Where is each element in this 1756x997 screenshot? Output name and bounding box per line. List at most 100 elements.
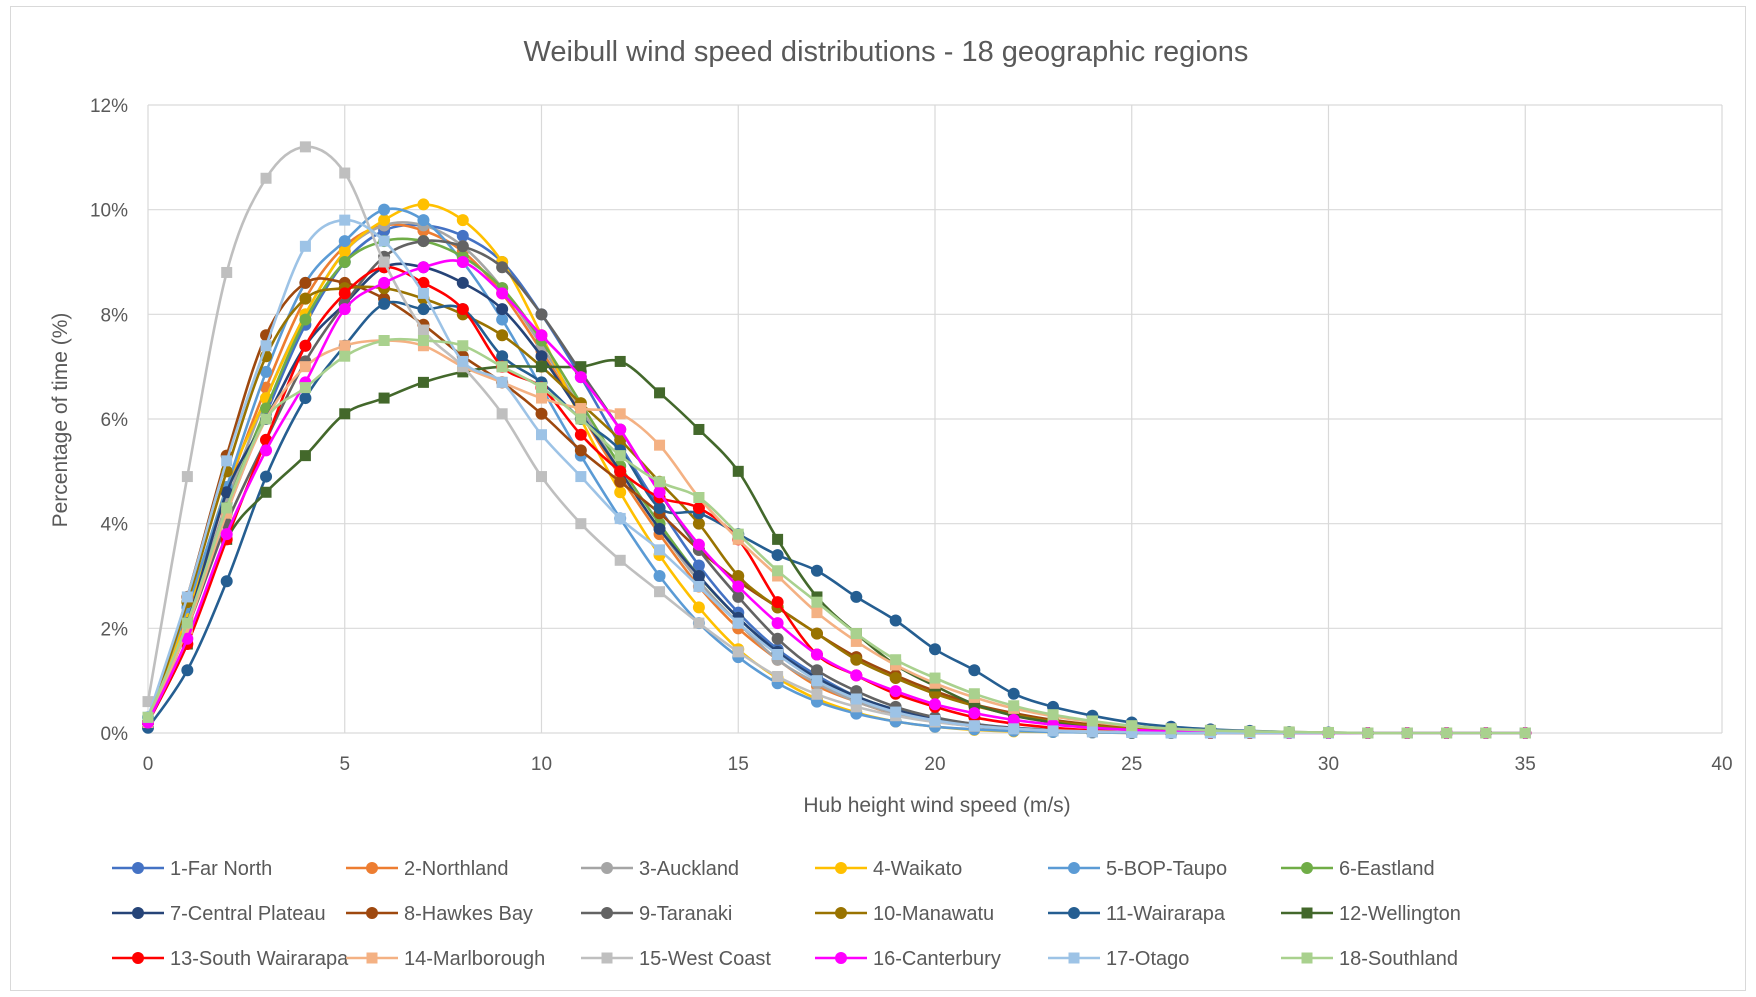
legend-label: 3-Auckland [639,858,739,880]
data-point [378,214,391,227]
data-point [692,559,705,572]
data-point [417,261,430,274]
data-point [654,586,666,598]
legend-item: 13-South Wairarapa [112,948,349,970]
data-point [339,340,351,352]
data-point [417,324,429,336]
data-point [575,361,587,373]
series-10 [142,282,1532,739]
legend-swatch-marker [1301,862,1313,874]
legend-label: 12-Wellington [1339,903,1461,925]
legend-swatch-marker [366,862,378,874]
legend-swatch-marker [1068,862,1080,874]
data-point [1007,713,1020,726]
data-point [1047,725,1059,737]
legend-swatch-marker [601,907,613,919]
y-axis-ticks: 0%2%4%6%8%10%12% [90,96,128,745]
data-point [260,340,272,352]
data-point [535,407,548,420]
data-point [614,486,627,499]
data-point [614,450,626,462]
data-point [968,707,981,720]
data-point [811,675,823,687]
series-line [146,223,1526,735]
data-point [338,287,351,300]
data-point [810,564,823,577]
data-point [1007,687,1020,700]
legend-swatch-marker [1301,952,1313,964]
data-point [496,313,509,326]
legend-swatch-marker [366,952,378,964]
data-point [299,276,312,289]
data-point [417,303,430,316]
data-point [850,669,863,682]
data-point [889,685,902,698]
data-point [772,649,784,660]
data-point [850,653,863,666]
data-point [299,361,311,373]
data-point [260,486,272,498]
legend-swatch-marker [1068,952,1080,964]
legend-label: 9-Taranaki [639,903,732,925]
data-point [339,408,351,420]
data-point [378,256,390,268]
data-point [968,664,981,677]
data-point [142,711,154,723]
legend-swatch-marker [601,952,613,964]
data-point [692,601,705,614]
legend-swatch-marker [132,862,144,874]
data-point [890,706,902,718]
x-tick-label: 40 [1711,754,1732,775]
data-point [456,276,469,289]
data-point [692,570,705,582]
legend-item: 6-Eastland [1281,858,1435,880]
data-point [456,303,469,316]
series-line [146,223,1526,735]
data-point [614,512,626,524]
data-point [1165,723,1177,735]
data-point [929,698,941,711]
legend-label: 10-Manawatu [873,903,994,925]
legend-item: 12-Wellington [1281,903,1461,925]
series-18 [142,335,1531,739]
data-point [339,350,351,362]
data-point [220,486,233,499]
data-point [417,376,429,388]
legend-label: 16-Canterbury [873,948,1001,970]
data-point [654,439,666,451]
data-point [1519,727,1531,739]
data-point [1283,726,1295,738]
data-point [220,528,233,541]
data-point [732,617,744,629]
legend-item: 17-Otago [1048,948,1189,970]
data-point [653,522,666,535]
series-14 [142,335,1531,739]
data-point [889,672,902,685]
data-point [536,361,547,373]
legend-item: 18-Southland [1281,948,1458,970]
data-point [456,256,469,268]
legend-label: 13-South Wairarapa [170,948,349,970]
legend-label: 17-Otago [1106,948,1189,970]
data-point [850,701,862,713]
data-point [732,590,745,603]
data-point [260,365,273,378]
legend-label: 5-BOP-Taupo [1106,858,1227,880]
data-point [732,528,744,540]
data-point [457,355,469,367]
data-point [732,465,744,477]
series-line [146,358,1526,735]
x-axis-title: Hub height wind speed (m/s) [803,794,1070,817]
data-point [1008,723,1020,735]
data-point [181,617,193,629]
data-point [221,502,233,514]
series-4 [142,198,1532,739]
data-point [260,470,273,483]
data-point [889,614,902,627]
data-point [614,554,626,566]
data-point [575,518,587,530]
x-tick-label: 35 [1515,754,1536,775]
legend-swatch-marker [132,952,144,964]
